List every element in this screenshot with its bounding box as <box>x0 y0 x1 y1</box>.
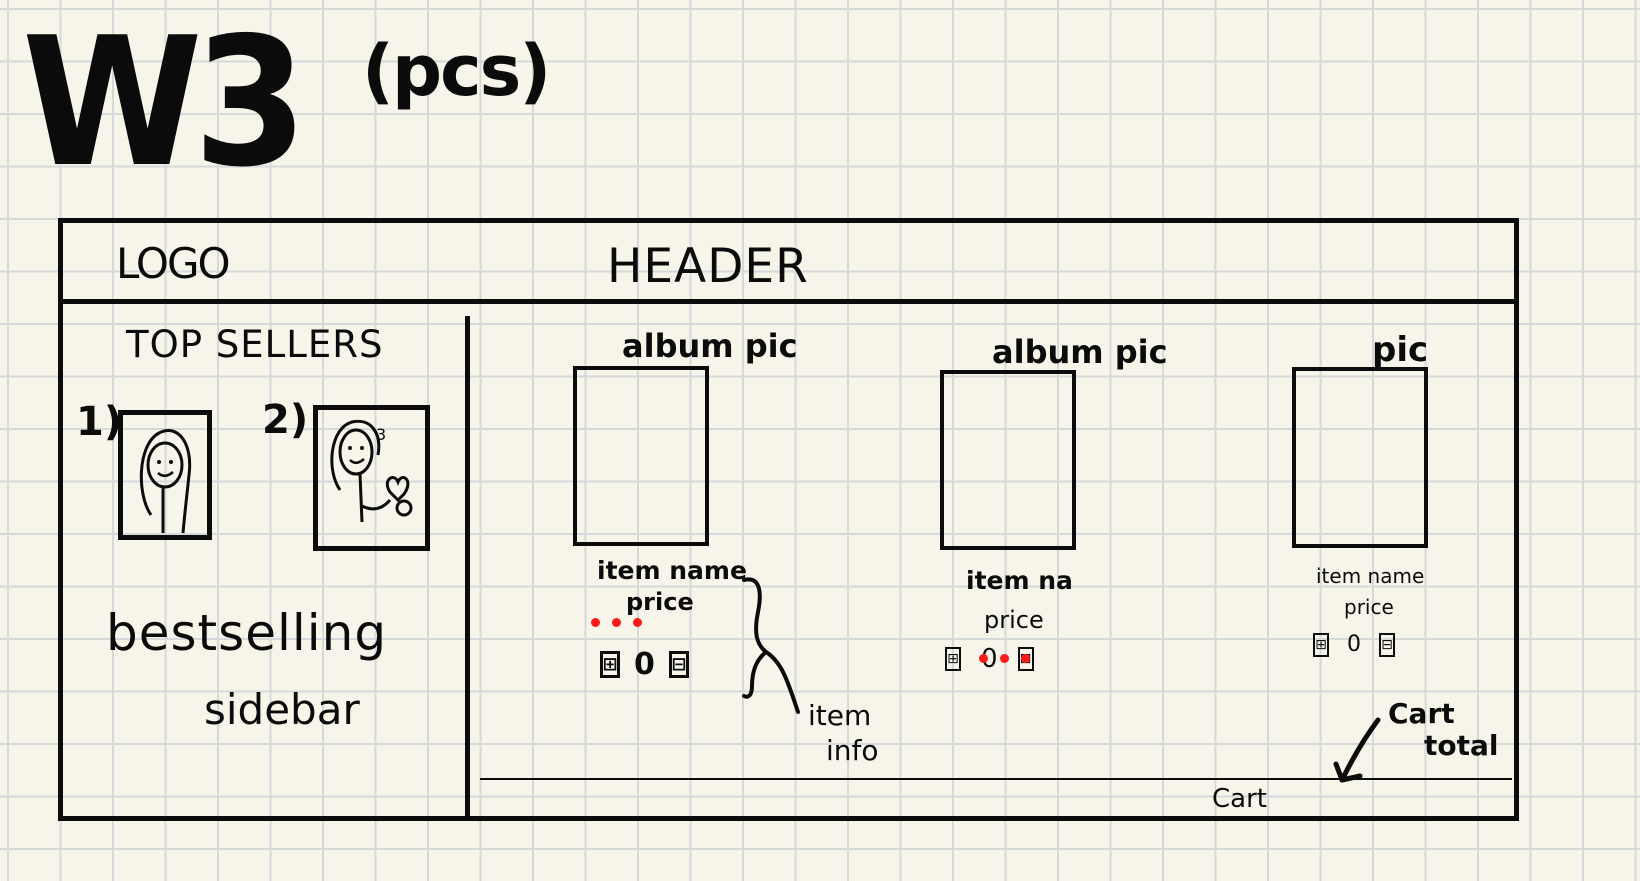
cart-total-arrow-icon <box>1333 717 1381 783</box>
marker-dot <box>979 654 988 663</box>
marker-dot <box>612 618 621 627</box>
marker-dot <box>1021 654 1030 663</box>
sidebar-divider <box>465 316 470 816</box>
top-seller-1-photo[interactable] <box>118 410 212 540</box>
product-3-pic-label: pic <box>1372 330 1429 370</box>
product-3-quantity-value: 0 <box>1347 632 1361 657</box>
item-info-brace-icon <box>742 577 800 714</box>
wireframe-frame <box>58 218 1519 821</box>
top-sellers-heading: TOP SELLERS <box>126 323 384 366</box>
person-with-heart-icon: 3 <box>330 419 413 523</box>
header-divider <box>63 299 1514 304</box>
page-title: W3 <box>22 0 307 206</box>
person-portrait-icon <box>139 429 192 534</box>
seller-rank-1: 1) <box>76 399 123 445</box>
product-3-remove-button[interactable]: ⊟ <box>1379 632 1395 657</box>
product-2-add-button[interactable]: ⊞ <box>945 647 961 671</box>
cart-total-line1: Cart <box>1388 697 1455 730</box>
product-1-add-button[interactable]: ⊞ <box>600 651 620 678</box>
product-1-price: price <box>626 588 694 616</box>
product-3-quantity-stepper: ⊞ 0 ⊟ <box>1313 632 1395 657</box>
cart-label[interactable]: Cart <box>1212 784 1267 814</box>
item-info-line2: info <box>826 734 879 767</box>
item-info-annotation: item info <box>808 698 879 768</box>
product-1-name[interactable]: item name <box>597 556 747 585</box>
product-1-remove-button[interactable]: ⊟ <box>668 651 689 678</box>
product-2-price: price <box>984 606 1044 634</box>
cart-divider <box>480 778 1512 780</box>
logo[interactable]: LOGO <box>116 239 231 288</box>
item-info-line1: item <box>808 699 872 732</box>
header-label: HEADER <box>607 239 809 294</box>
product-3-album-image[interactable] <box>1292 367 1428 548</box>
sidebar-caption-line1: bestselling <box>106 604 388 662</box>
product-1-pic-label: album pic <box>622 327 798 365</box>
marker-dot <box>591 618 600 627</box>
product-3-price: price <box>1344 595 1394 619</box>
product-2-quantity-value: 0 <box>981 644 998 674</box>
product-2-name[interactable]: item na <box>966 566 1073 595</box>
marker-dot <box>633 618 642 627</box>
product-2-album-image[interactable] <box>940 370 1076 550</box>
product-1-album-image[interactable] <box>573 366 709 546</box>
seller-rank-2: 2) <box>262 397 309 443</box>
product-3-name[interactable]: item name <box>1316 564 1425 588</box>
top-seller-2-photo[interactable]: 3 <box>313 405 430 551</box>
marker-dot <box>1000 654 1009 663</box>
product-2-pic-label: album pic <box>992 333 1168 371</box>
product-1-quantity-stepper: ⊞ 0 ⊟ <box>600 647 689 682</box>
product-1-quantity-value: 0 <box>634 647 655 682</box>
product-3-add-button[interactable]: ⊞ <box>1313 632 1329 657</box>
svg-text:3: 3 <box>376 425 386 444</box>
page-subtitle: (pcs) <box>362 30 551 112</box>
cart-total-line2: total <box>1424 729 1499 763</box>
cart-total-annotation: Cart total <box>1388 697 1499 763</box>
sidebar-caption-line2: sidebar <box>204 685 360 734</box>
